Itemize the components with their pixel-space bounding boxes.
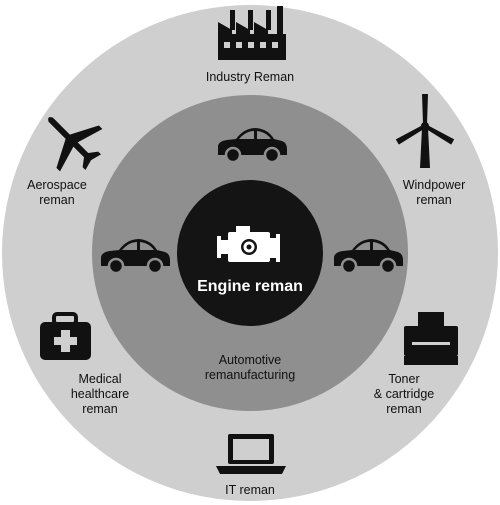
factory-icon [218, 6, 286, 60]
medical-label-line: Medical [78, 372, 122, 386]
industry-label-line: Industry Reman [205, 70, 295, 84]
car-icon [334, 239, 403, 275]
windpower-label-line: reman [416, 193, 452, 207]
toner-label: Toner & cartridge reman [374, 372, 434, 417]
medical-label: Medical healthcare reman [71, 372, 129, 417]
medical-label-line: healthcare [70, 387, 130, 401]
center-label: Engine reman [197, 278, 303, 295]
laptop-icon [216, 434, 286, 474]
engine-icon [217, 226, 280, 262]
airplane-icon [48, 117, 103, 172]
aerospace-label: Aerospace reman [27, 178, 87, 208]
it-label-line: IT reman [225, 483, 275, 497]
middle-ring-label-line: remanufacturing [204, 368, 296, 382]
toner-label-line: Toner [388, 372, 420, 386]
medical-kit-icon [40, 312, 91, 360]
medical-label-line: reman [82, 402, 118, 416]
middle-ring-label-line: Automotive [218, 353, 282, 367]
middle-ring-label: Automotive remanufacturing [205, 353, 295, 383]
car-icon [218, 128, 287, 164]
toner-label-line: reman [386, 402, 422, 416]
aerospace-label-line: reman [39, 193, 75, 207]
car-icon [101, 239, 170, 275]
windpower-label: Windpower reman [403, 178, 466, 208]
it-label: IT reman [225, 483, 275, 498]
industry-label: Industry Reman [206, 70, 294, 85]
wind-turbine-icon [395, 94, 455, 168]
windpower-label-line: Windpower [402, 178, 466, 192]
toner-label-line: & cartridge [373, 387, 435, 401]
aerospace-label-line: Aerospace [27, 178, 87, 192]
printer-icon [404, 312, 458, 365]
